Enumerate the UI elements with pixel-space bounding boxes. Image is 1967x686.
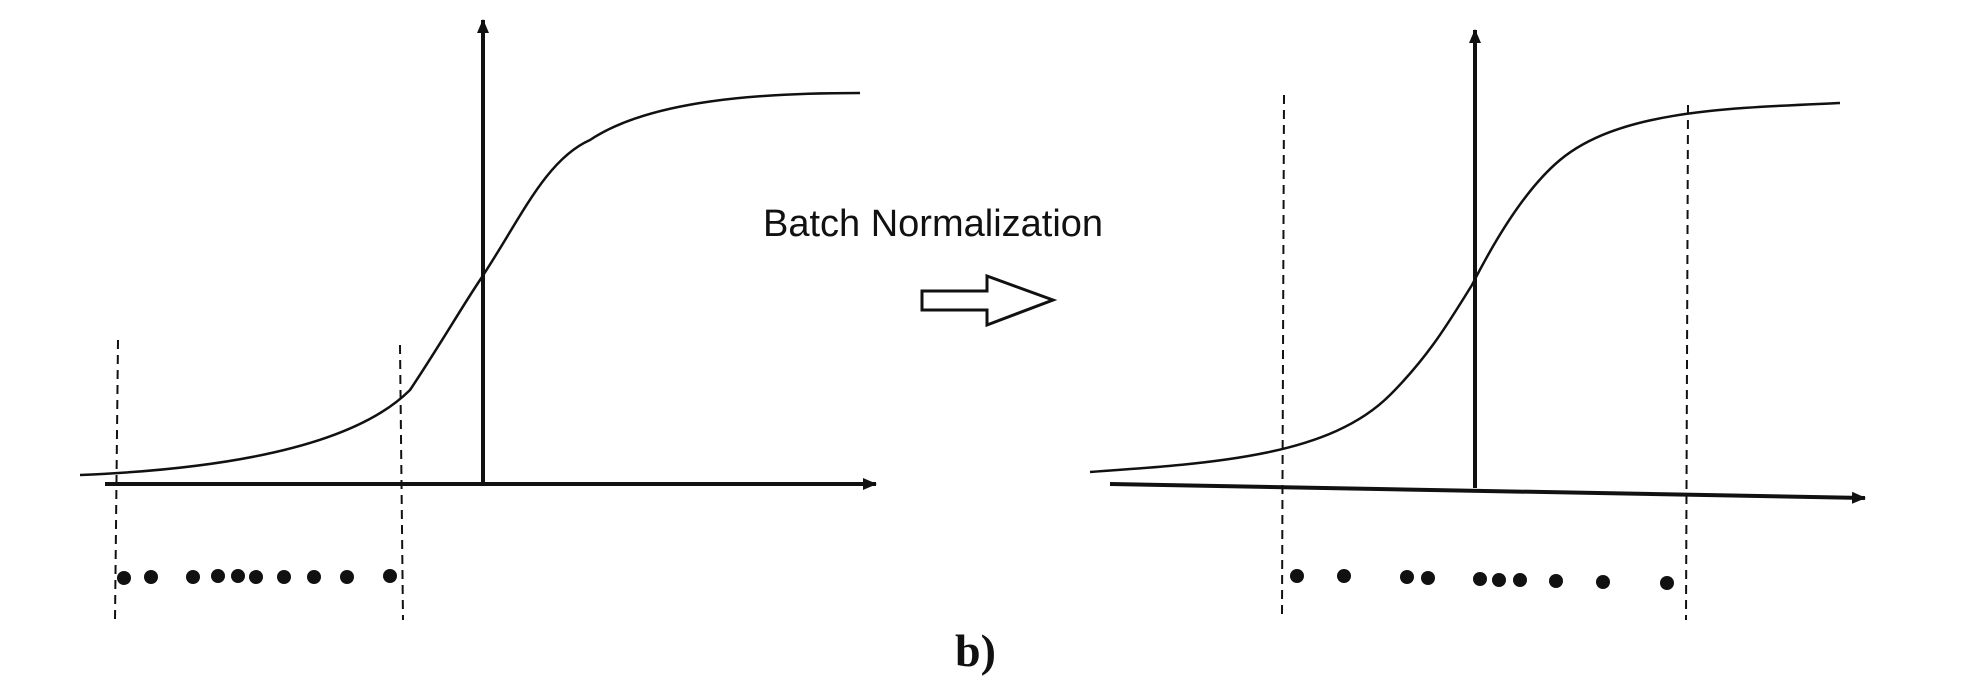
right-sample-point bbox=[1473, 572, 1487, 586]
right-sample-point bbox=[1337, 569, 1351, 583]
right-sample-point bbox=[1290, 569, 1304, 583]
left-sample-point bbox=[231, 569, 245, 583]
left-sample-point bbox=[383, 569, 397, 583]
right-panel bbox=[1089, 29, 1866, 621]
left-sample-point bbox=[249, 570, 263, 584]
left-range-line-start bbox=[114, 339, 119, 621]
right-sample-point bbox=[1549, 574, 1563, 588]
transform-arrow-group: Batch Normalization bbox=[763, 203, 1103, 328]
left-sample-point bbox=[340, 570, 354, 584]
left-sample-point bbox=[307, 570, 321, 584]
figure-caption: b) bbox=[955, 625, 996, 676]
right-range-line-start bbox=[1281, 94, 1285, 616]
left-sample-point bbox=[144, 570, 158, 584]
right-sigmoid-curve bbox=[1089, 101, 1841, 474]
arrow-label: Batch Normalization bbox=[763, 203, 1103, 245]
hollow-arrow-icon bbox=[920, 273, 1058, 328]
right-x-axis bbox=[1109, 482, 1866, 504]
left-sample-point bbox=[117, 571, 131, 585]
right-sample-point bbox=[1421, 571, 1435, 585]
right-sample-point bbox=[1400, 570, 1414, 584]
left-sample-points bbox=[117, 569, 397, 585]
right-range-line-end bbox=[1685, 104, 1689, 621]
left-sample-point bbox=[211, 569, 225, 583]
left-panel bbox=[79, 19, 877, 621]
right-sample-point bbox=[1596, 575, 1610, 589]
right-sample-point bbox=[1513, 573, 1527, 587]
right-sample-point bbox=[1660, 576, 1674, 590]
left-sample-point bbox=[277, 570, 291, 584]
left-sigmoid-curve bbox=[79, 91, 861, 477]
right-sample-point bbox=[1492, 573, 1506, 587]
left-range-line-end bbox=[399, 344, 404, 621]
right-sample-points bbox=[1290, 569, 1674, 590]
left-sample-point bbox=[186, 570, 200, 584]
